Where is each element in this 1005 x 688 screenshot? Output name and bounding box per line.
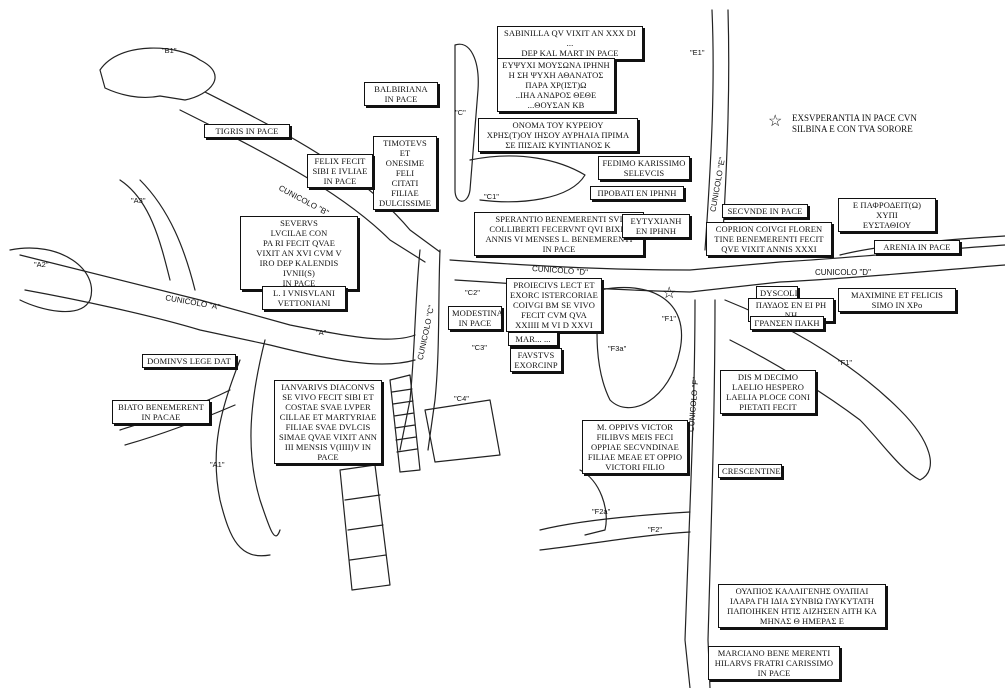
inscription-ulpios: ΟΥΛΠΙΟΣ ΚΑΛΛΙΓΕΝΗΣ ΟΥΛΠΙΑΙ ΙΛΑΡΑ ΓΗ ΙΔΙΑ… [718,584,886,628]
area-f3a: "F3a" [608,344,627,353]
area-f2a: "F2a" [592,507,611,516]
inscription-maximine: MAXIMINE ET FELICIS SIMO IN XPo [838,288,956,312]
inscription-eutychiane: ΕΥΤΥΧΙΑΝΗ ΕΝ ΙΡΗΝΗ [622,214,690,238]
gallery-label-d-east: CUNICOLO "D" [815,268,871,277]
inscription-sabinilla: SABINILLA QV VIXIT AN XXX DI ... DEP KAL… [497,26,643,60]
inscription-secunde: SECVNDE IN PACE [722,204,808,218]
stair-ramp [339,464,391,591]
inscription-tigris: TIGRIS IN PACE [204,124,290,138]
gallery-a-outline [19,254,416,365]
area-a1: "A1" [210,460,225,469]
inscription-mousona: ΕΥΨΥΧΙ ΜΟΥΣΩΝΑ ΙΡΗΝΗ Η ΣΗ ΨΥΧΗ ΑΘΑΝΑΤΟΣ … [497,58,615,112]
inscription-marciano: MARCIANO BENE MERENTI HILARVS FRATRI CAR… [708,646,840,680]
gallery-c-outline [399,249,441,451]
inscription-lunisulani: L. I VNISVLANI VETTONIANI [262,286,346,310]
chamber-f2a [579,469,607,536]
legend-text: EXSVPERANTIA IN PACE CVN SILBINA E CON T… [792,113,917,134]
gallery-a1-outline [215,339,281,557]
chamber-c4 [424,399,501,463]
area-e1: "E1" [690,48,705,57]
inscription-ianuarius: IANVARIVS DIACONVS SE VIVO FECIT SIBI ET… [274,380,382,464]
chamber-a2 [9,247,93,313]
inscription-balbiriana: BALBIRIANA IN PACE [364,82,438,106]
chamber-f3a [596,286,683,409]
area-c2: "C2" [465,288,480,297]
inscription-dominus: DOMINVS LEGE DAT [142,354,236,368]
inscription-probati: ΠΡΟΒΑΤΙ ΕΝ ΙΡΗΝΗ [590,186,684,200]
inscription-felix: FELIX FECIT SIBI E IVLIAE IN PACE [307,154,373,188]
chamber-a3 [119,179,196,291]
area-c3: "C3" [472,343,487,352]
star-marker-icon: ☆ [662,285,677,302]
inscription-crescentine: CRESCENTINE [718,464,782,478]
area-c1: "C1" [484,192,499,201]
inscription-arenia: ARENIA IN PACE [874,240,960,254]
area-f2: "F2" [648,525,663,534]
inscription-proiectus: PROIECIVS LECT ET EXORC ISTERCORIAE COIV… [506,278,602,332]
inscription-timoteus: TIMOTEVS ET ONESIME FELI CITATI FILIAE D… [373,136,437,210]
staircase [389,374,421,473]
area-a2: "A2" [34,260,49,269]
gallery-f-outline [684,299,716,688]
area-b1: "B1" [162,46,177,55]
area-c4: "C4" [454,394,469,403]
chamber-b1 [99,47,216,101]
inscription-aurelia: ΟΝΟΜΑ ΤΟΥ ΚΥΡΕΙΟΥ ΧΡΗΣ(Τ)ΟΥ ΙΗΣΟΥ ΑΥΡΗΛΙ… [478,118,638,152]
star-icon: ☆ [768,113,783,130]
chamber-c [454,43,479,202]
inscription-epaphrodito: Ε ΠΑΦΡΟΔΕΙΤ(Ω) ΧΥΠΙ ΕΥΣΤΑΘΙΟΥ [838,198,936,232]
inscription-fedimo: FEDIMO KARISSIMO SELEVCIS [598,156,690,180]
inscription-severus: SEVERVS LVCILAE CON PA RI FECIT QVAE VIX… [240,216,358,290]
inscription-modestina: MODESTINA IN PACE [448,306,503,330]
area-f1-east: "F1" [838,358,853,367]
inscription-sperantio: SPERANTIO BENEMERENTI SVI COLLIBERTI FEC… [474,212,644,256]
inscription-mar: MAR... ... [508,332,558,346]
inscription-faustus: FAVSTVS EXORCINP [510,348,562,372]
inscription-dis-manibus: DIS M DECIMO LAELIO HESPERO LAELIA PLOCE… [720,370,816,414]
area-f1: "F1" [662,314,677,323]
area-a3: "A3" [131,196,146,205]
inscription-oppius: M. OPPIVS VICTOR FILIBVS MEIS FECI OPPIA… [582,420,688,474]
inscription-coprion: COPRION COIVGI FLOREN TINE BENEMERENTI F… [706,222,832,256]
inscription-biato: BIATO BENEMERENT IN PACAE [112,400,210,424]
inscription-pransen: ΓΡΑΝΣΕΝ ΠΑΚΗ [750,316,824,330]
area-c: "C" [455,108,466,117]
chamber-c1 [469,155,586,203]
area-a: "A" [316,328,327,337]
gallery-f2 [539,511,691,551]
